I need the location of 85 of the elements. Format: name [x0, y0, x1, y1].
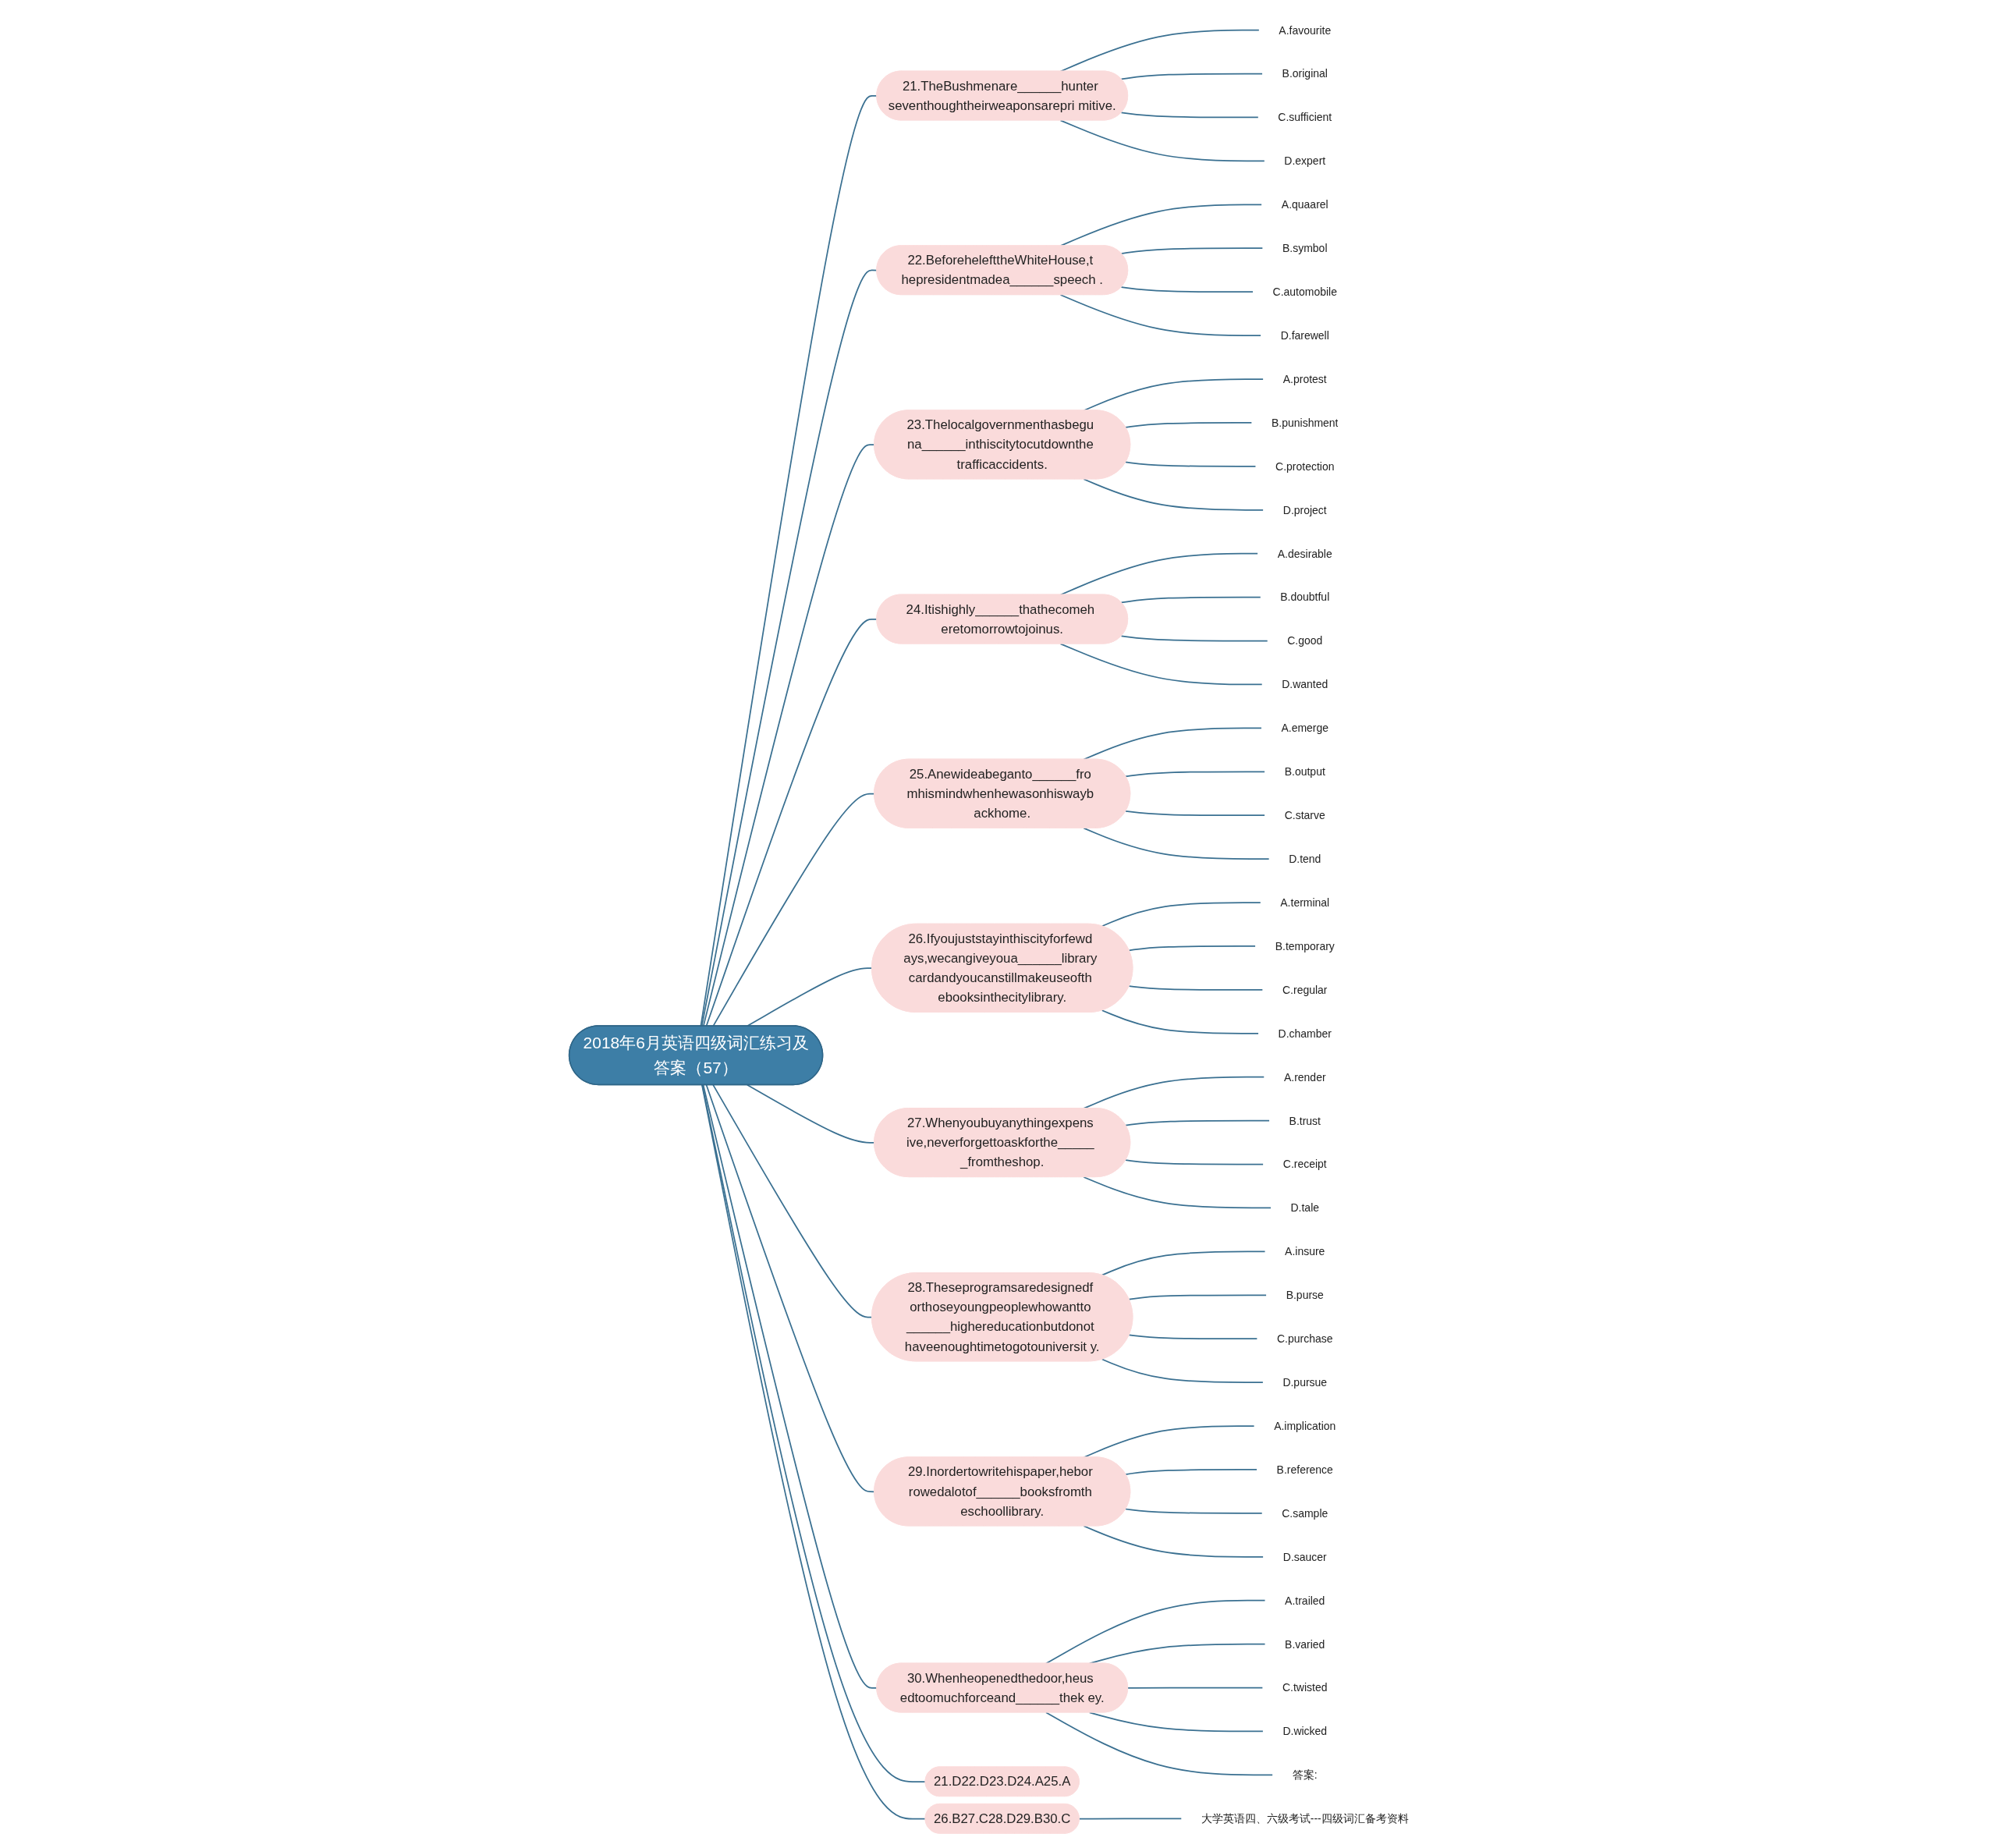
connector: [702, 1084, 878, 1689]
node-text: A.insure: [1284, 1245, 1325, 1257]
connector: [1059, 293, 1262, 336]
connector: [746, 1084, 875, 1144]
connector: [700, 94, 878, 1027]
connector: [1120, 596, 1261, 603]
node-text: B.trust: [1289, 1114, 1321, 1126]
node-text: B.symbol: [1282, 242, 1328, 254]
node-text: D.saucer: [1282, 1550, 1327, 1562]
node-text: A.emerge: [1281, 722, 1328, 734]
node-text: D.wicked: [1282, 1725, 1327, 1737]
connector: [1120, 635, 1268, 641]
node-text: C.sufficient: [1278, 111, 1332, 123]
connector: [1120, 112, 1259, 118]
connector: [1125, 1468, 1258, 1475]
connector: [1059, 119, 1265, 161]
connector: [1120, 247, 1264, 254]
node-text: C.good: [1287, 634, 1323, 647]
connector: [1128, 1334, 1258, 1339]
connector: [1078, 1817, 1183, 1820]
connector: [1083, 1176, 1272, 1208]
node-text: C.protection: [1275, 459, 1335, 473]
connector: [1125, 1158, 1265, 1165]
node-text: B.purse: [1286, 1289, 1324, 1301]
connector: [1125, 770, 1266, 777]
node-text: A.protest: [1282, 372, 1327, 385]
connector: [705, 618, 878, 1027]
connector: [702, 443, 875, 1027]
connector: [1120, 286, 1254, 293]
node-text: C.receipt: [1282, 1158, 1327, 1170]
node-text: D.chamber: [1278, 1027, 1332, 1039]
connector: [1083, 827, 1270, 860]
connector: [1045, 1711, 1274, 1775]
node-text: B.punishment: [1271, 416, 1339, 429]
connector: [1088, 1711, 1264, 1732]
connector: [712, 1084, 873, 1318]
node-text: A.desirable: [1277, 547, 1332, 559]
node-text: A.trailed: [1284, 1594, 1325, 1606]
connector: [1083, 1076, 1265, 1109]
node-text: D.wanted: [1282, 678, 1328, 690]
connector: [1128, 984, 1264, 991]
node-text: C.sample: [1282, 1506, 1328, 1520]
connector: [1083, 477, 1265, 511]
connector: [1126, 1687, 1264, 1689]
node-text: B.reference: [1276, 1463, 1333, 1476]
connector: [1101, 1250, 1266, 1276]
connector: [1083, 1524, 1265, 1558]
node-text: A.favourite: [1279, 23, 1332, 36]
node-text: 答案:: [1292, 1768, 1318, 1781]
node-text: D.farewell: [1280, 328, 1329, 342]
node-text: D.pursue: [1282, 1375, 1327, 1389]
connector: [1125, 461, 1257, 467]
connector: [1128, 945, 1257, 951]
node-text: A.terminal: [1280, 896, 1330, 909]
node-text: B.temporary: [1275, 939, 1335, 952]
connector: [1101, 1009, 1260, 1034]
connector: [1059, 643, 1263, 685]
node-text: D.tale: [1290, 1201, 1319, 1214]
node-text: C.starve: [1284, 809, 1325, 821]
connector: [1101, 901, 1261, 927]
node-text: D.expert: [1284, 154, 1326, 167]
connector: [701, 269, 878, 1027]
connector: [1120, 73, 1264, 80]
connector: [1125, 1508, 1263, 1514]
node-text: A.implication: [1273, 1419, 1336, 1432]
node-text: D.tend: [1289, 852, 1321, 865]
node-text: C.regular: [1282, 983, 1328, 996]
node-text: B.doubtful: [1280, 591, 1330, 603]
connector: [1128, 1293, 1268, 1300]
connector: [1125, 421, 1253, 428]
node-text: A.render: [1283, 1070, 1326, 1083]
node-text: B.output: [1284, 765, 1325, 778]
connector: [1101, 1358, 1264, 1383]
connector: [705, 1084, 875, 1492]
node-text: C.twisted: [1282, 1681, 1328, 1694]
connector: [1125, 810, 1266, 816]
node-text: C.automobile: [1272, 285, 1337, 298]
node-text: C.purchase: [1276, 1332, 1333, 1345]
node-text: B.original: [1282, 67, 1328, 80]
node-text: B.varied: [1284, 1637, 1325, 1650]
connector: [1125, 1119, 1271, 1126]
node-text: A.quaarel: [1281, 198, 1328, 211]
node-text: 大学英语四、六级考试---四级词汇备考资料: [1201, 1812, 1409, 1825]
node-text: D.project: [1282, 503, 1327, 516]
connector: [712, 793, 875, 1027]
